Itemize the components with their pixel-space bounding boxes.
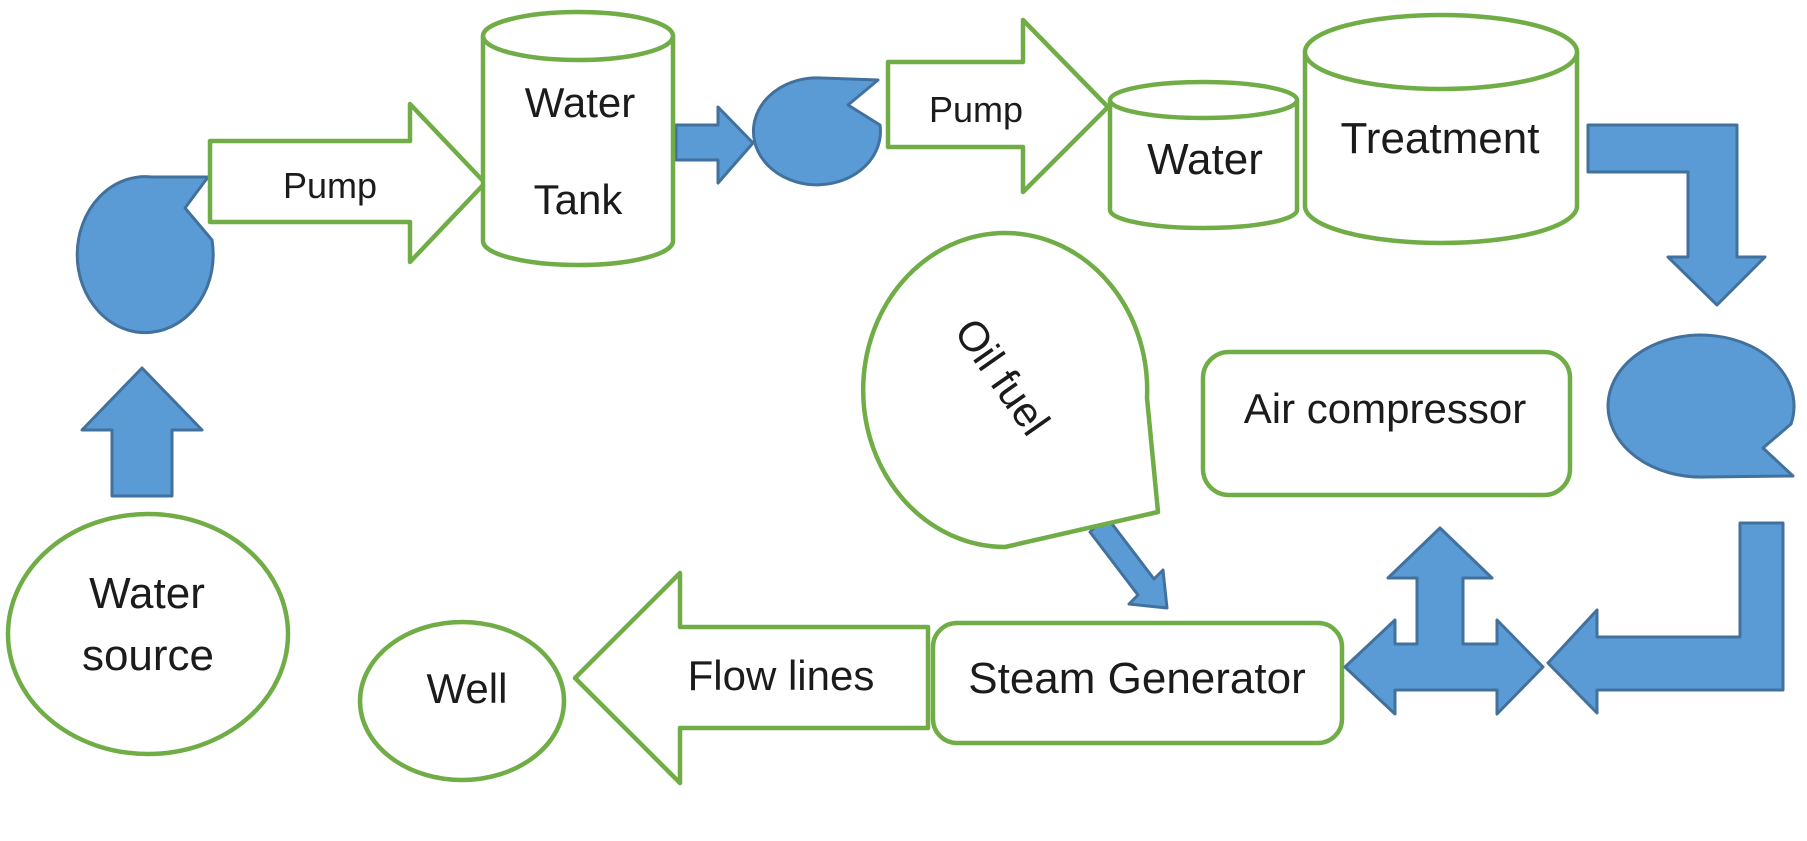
pump-arrow-2 [885,17,1111,195]
water-source-ellipse [5,511,291,757]
water-small-tank-body [1107,97,1300,231]
pump-shape-3 [1606,333,1796,479]
bent-arrow-pump-to-junction [1546,521,1785,715]
arrow-right-tank-to-pump [674,105,755,185]
flow-lines-arrow [572,570,931,786]
treatment-tank-body [1302,49,1580,246]
water-small-tank-label: Water [1147,135,1263,184]
oil-fuel-teardrop [860,230,1161,550]
flow-lines-label: Flow lines [687,652,875,699]
arrow-diagonal-oilfuel-to-steamgen [1088,514,1169,610]
arrow-up-watersource-to-pump [80,366,204,498]
bent-arrow-treatment-to-pump [1586,123,1767,307]
steam-generator-label: Steam Generator [968,654,1306,703]
triple-arrow-junction [1343,526,1545,716]
air-compressor-label: Air compressor [1243,385,1527,432]
pump-arrow-1 [207,101,488,265]
pump-arrow-1-label: Pump [282,165,378,206]
steam-generator-box [930,620,1345,746]
water-tank-top [480,9,676,63]
treatment-label: Treatment [1340,114,1540,163]
water-source-label-line2: source [81,631,215,680]
water-source-label-line1: Water [89,569,205,618]
air-compressor-box [1200,349,1573,498]
water-tank-body [480,33,676,268]
water-small-tank-top [1107,79,1300,121]
pump-shape-1 [75,175,215,335]
well-ellipse [357,619,567,783]
pump-shape-2 [751,76,882,187]
well-label: Well [426,665,508,712]
water-tank-label-line1: Water [524,79,636,126]
water-tank-label-line2: Tank [533,176,623,223]
pump-arrow-2-label: Pump [928,89,1024,130]
treatment-tank-top [1302,12,1580,92]
